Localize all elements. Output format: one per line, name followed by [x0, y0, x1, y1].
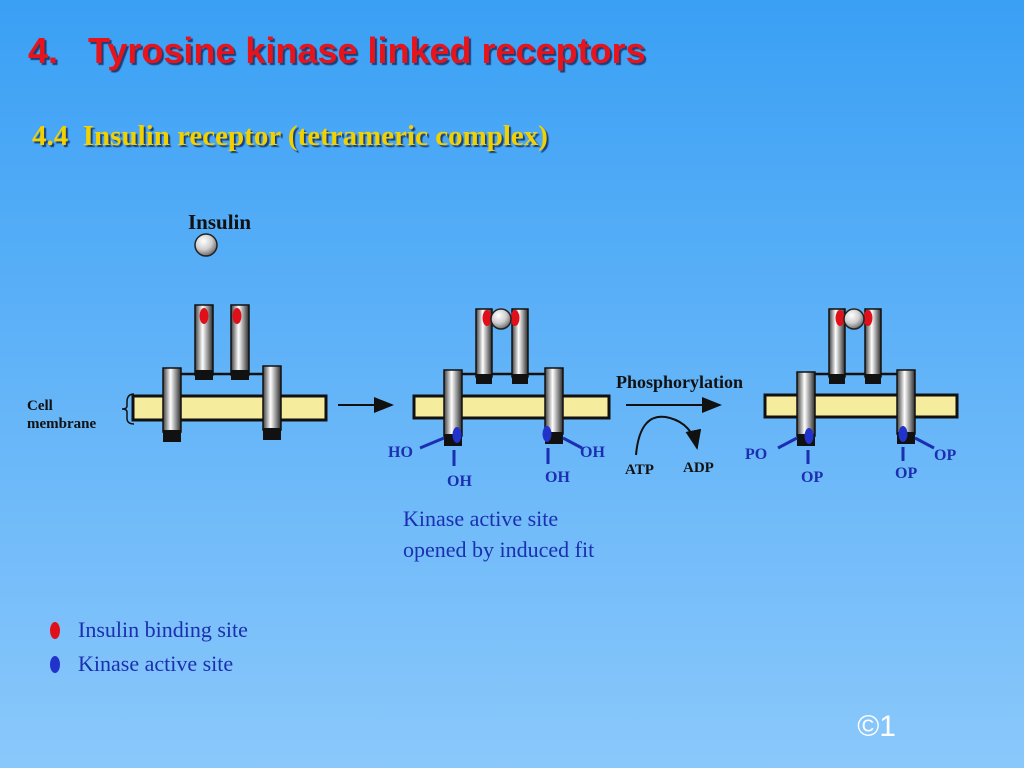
bound-insulin-molecule — [843, 308, 865, 330]
slide-subtitle: 4.4 Insulin receptor (tetrameric complex… — [32, 120, 548, 152]
cell-membrane — [763, 393, 959, 419]
insulin-binding-site — [510, 310, 520, 326]
phosphate-group-label: OP — [801, 469, 823, 486]
slide-title: 4. Tyrosine kinase linked receptors — [28, 30, 646, 71]
free-insulin-molecule — [194, 233, 218, 257]
induced-fit-note-line: Kinase active site — [403, 506, 559, 531]
hydroxyl-group-label: HO — [388, 444, 413, 461]
atp-label: ATP — [625, 462, 654, 478]
insulin-binding-site — [863, 310, 873, 326]
beta-subunit-left — [796, 371, 816, 446]
cell-membrane — [131, 394, 328, 422]
insulin-binding-site — [199, 308, 209, 324]
receptor-stage-1: Insulin Cell membrane — [27, 210, 328, 442]
membrane-label: Cell membrane — [27, 398, 96, 432]
phosphorylation-reaction: Phosphorylation ATP ADP — [616, 372, 743, 478]
red-oval-icon — [50, 621, 60, 639]
insulin-binding-site — [232, 308, 242, 324]
phosphate-group-label: PO — [745, 446, 767, 463]
hydroxyl-group-label: OH — [545, 469, 570, 486]
atp-adp-arrow — [635, 415, 702, 456]
insulin-binding-site — [482, 310, 492, 326]
bound-insulin-molecule — [490, 308, 512, 330]
hydroxyl-group-label: OH — [580, 444, 605, 461]
alpha-subunit-left — [475, 308, 493, 384]
legend-label: Kinase active site — [78, 651, 234, 676]
induced-fit-note: Kinase active site opened by induced fit — [403, 503, 594, 565]
alpha-subunit-left — [828, 308, 846, 384]
adp-label: ADP — [683, 460, 714, 476]
phosphate-group-label: OP — [895, 465, 917, 482]
blue-oval-icon — [50, 655, 60, 673]
insulin-label: Insulin — [188, 210, 251, 234]
kinase-active-site — [542, 426, 552, 442]
phosphate-group-label: OP — [934, 447, 956, 464]
beta-subunit-left — [162, 367, 182, 442]
beta-subunit-right — [544, 367, 564, 444]
legend-item-kinase-active-site: Kinase active site — [50, 651, 233, 677]
kinase-active-site — [452, 427, 462, 443]
receptor-stage-2: HO OH OH OH — [388, 308, 611, 490]
receptor-stage-3: PO OP OP OP — [745, 308, 959, 486]
kinase-active-site — [898, 426, 908, 442]
induced-fit-note-line: opened by induced fit — [403, 537, 595, 562]
alpha-subunit-right — [864, 308, 882, 384]
alpha-subunit-right — [511, 308, 529, 384]
hydroxyl-group-label: OH — [447, 473, 472, 490]
phosphorylation-label: Phosphorylation — [616, 372, 743, 392]
alpha-subunit-left — [194, 304, 214, 380]
legend-label: Insulin binding site — [78, 617, 248, 642]
slide-number: ©1 — [857, 710, 896, 743]
legend-item-insulin-binding-site: Insulin binding site — [50, 617, 248, 643]
insulin-binding-site — [835, 310, 845, 326]
kinase-active-site — [804, 428, 814, 444]
membrane-brace — [121, 393, 135, 425]
beta-subunit-right — [262, 365, 282, 440]
